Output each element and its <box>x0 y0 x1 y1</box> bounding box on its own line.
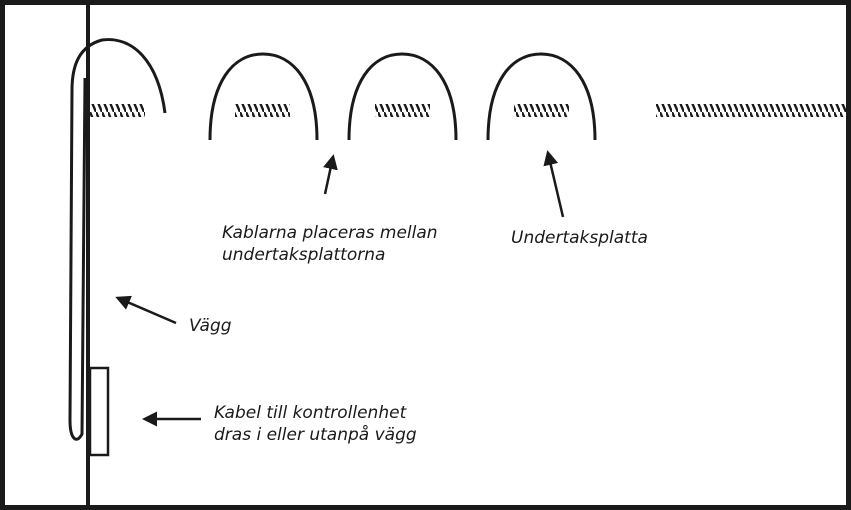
wall-cable <box>68 38 167 441</box>
arrow-wall <box>115 295 177 325</box>
cable-loop <box>486 52 597 141</box>
ceiling-tile <box>656 104 848 117</box>
arrow-cables-between-tiles <box>323 154 338 195</box>
label-cable-to-control-unit-line-2: dras i eller utanpå vägg <box>214 425 417 445</box>
label-cable-to-control-unit: Kabel till kontrollenhet dras i eller ut… <box>214 402 417 446</box>
cable-loop <box>208 52 319 141</box>
label-cables-between-tiles-line-1: Kablarna placeras mellan <box>222 223 438 243</box>
label-wall: Vägg <box>189 316 232 336</box>
cable-loop <box>347 52 458 141</box>
arrow-ceiling-tile <box>543 150 565 218</box>
control-unit-box <box>88 366 110 457</box>
ceiling-tile <box>235 104 290 117</box>
ceiling-tile <box>90 104 145 117</box>
label-ceiling-tile: Undertaksplatta <box>511 228 648 248</box>
ceiling-tile <box>375 104 430 117</box>
label-cables-between-tiles: Kablarna placeras mellan undertaksplatto… <box>222 222 438 266</box>
label-cables-between-tiles-line-2: undertaksplattorna <box>222 245 386 265</box>
ceiling-tile <box>514 104 569 117</box>
label-cable-to-control-unit-line-1: Kabel till kontrollenhet <box>214 403 407 423</box>
